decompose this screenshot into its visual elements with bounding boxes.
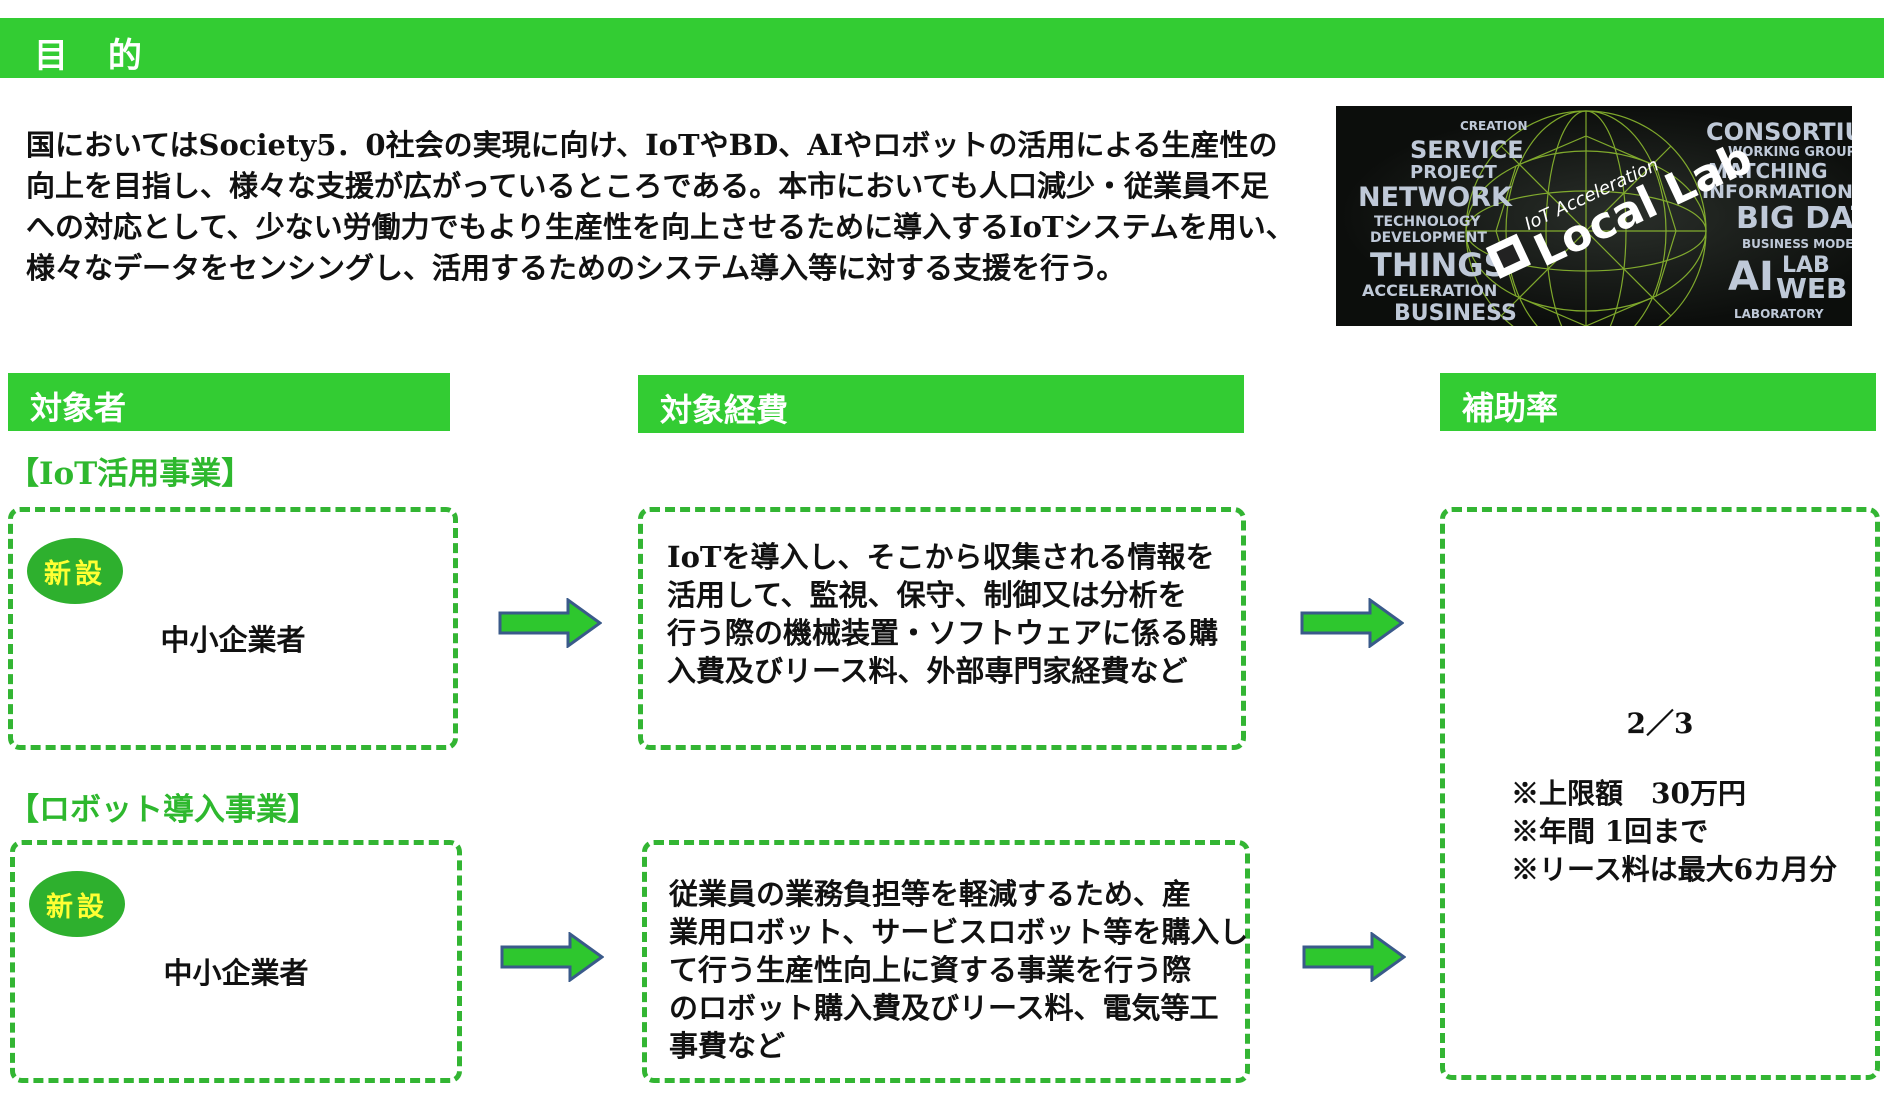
arrow-right-icon [498,598,602,648]
cost-line: 活用して、監視、保守、制御又は分析を [667,578,1187,612]
target-label: 中小企業者 [160,623,306,657]
header-rate: 補助率 [1440,373,1876,431]
purpose-line: 国においてはSociety5．0社会の実現に向け、IoTやBD、AIやロボットの… [26,128,1278,162]
logo-word: BUSINESS [1394,301,1517,326]
arrow-right-icon [1300,598,1404,648]
cost-line: のロボット購入費及びリース料、電気等工 [669,991,1219,1025]
category-iot: 【IoT活用事業】 [8,456,253,492]
logo-word: LAB [1782,253,1830,278]
purpose-paragraph: 国においてはSociety5．0社会の実現に向け、IoTやBD、AIやロボットの… [26,125,1316,289]
purpose-line: への対応として、少ない労働力でもより生産性を向上させるために導入するIoTシステ… [26,210,1295,244]
cost-box-robot: 従業員の業務負担等を軽減するため、産 業用ロボット、サービスロボット等を購入し … [642,840,1250,1083]
logo-word: SERVICE [1410,136,1524,164]
cost-line: 事費など [669,1029,786,1063]
header-target: 対象者 [8,373,450,431]
logo-word: NETWORK [1358,182,1513,213]
rate-note: ※リース料は最大6カ月分 [1511,853,1838,886]
logo-word: WORKING GROUP [1728,145,1852,160]
logo-word: LABORATORY [1734,307,1824,321]
target-box-iot: 新設 中小企業者 [8,507,458,750]
new-badge: 新設 [27,538,123,604]
iot-local-lab-image: CREATION SERVICE PROJECT NETWORK TECHNOL… [1336,106,1852,326]
geodesic-sphere-graphic: CREATION SERVICE PROJECT NETWORK TECHNOL… [1358,110,1852,326]
title-bar: 目 的 [0,18,1884,78]
logo-word: BIG DATA [1736,201,1852,236]
cost-line: 従業員の業務負担等を軽減するため、産 [669,877,1192,911]
logo-word: ACCELERATION [1362,281,1497,300]
logo-word: THINGS [1370,246,1507,284]
purpose-line: 様々なデータをセンシングし、活用するためのシステム導入等に対する支援を行う。 [26,251,1126,285]
category-robot: 【ロボット導入事業】 [8,792,318,828]
cost-description: IoTを導入し、そこから収集される情報を 活用して、監視、保守、制御又は分析を … [667,538,1218,690]
arrow-right-icon [1302,932,1406,982]
logo-word: INFORMATION [1702,181,1852,203]
logo-word: DEVELOPMENT [1370,230,1487,246]
target-box-robot: 新設 中小企業者 [10,840,462,1083]
cost-line: 行う際の機械装置・ソフトウェアに係る購 [667,616,1219,650]
logo-word: TECHNOLOGY [1374,214,1481,230]
arrow-right-icon [500,932,604,982]
logo-word: CONSORTIUM [1706,118,1852,146]
logo-word: CREATION [1460,119,1528,133]
rate-note: ※年間 1回まで [1511,815,1709,848]
rate-box: 2／3 ※上限額 30万円 ※年間 1回まで ※リース料は最大6カ月分 [1440,507,1880,1080]
cost-line: 入費及びリース料、外部専門家経費など [667,654,1188,688]
cost-description: 従業員の業務負担等を軽減するため、産 業用ロボット、サービスロボット等を購入し … [669,875,1248,1065]
logo-word: BUSINESS MODEL [1742,237,1852,251]
subsidy-ratio: 2／3 [1626,707,1694,740]
rate-note: ※上限額 30万円 [1511,777,1746,810]
header-cost: 対象経費 [638,375,1244,433]
cost-line: 業用ロボット、サービスロボット等を購入し [669,915,1249,949]
cost-line: IoTを導入し、そこから収集される情報を [667,540,1215,574]
logo-word: PROJECT [1410,162,1498,183]
logo-word: WEB [1776,272,1847,305]
logo-word: AI [1728,254,1774,300]
logo-word: MATCHING [1708,159,1827,183]
new-badge: 新設 [29,871,125,937]
purpose-line: 向上を目指し、様々な支援が広がっているところである。本市においても人口減少・従業… [26,169,1269,203]
target-label: 中小企業者 [163,956,309,990]
cost-line: て行う生産性向上に資する事業を行う際 [669,953,1192,987]
page-title: 目 的 [34,36,156,76]
cost-box-iot: IoTを導入し、そこから収集される情報を 活用して、監視、保守、制御又は分析を … [638,507,1246,750]
